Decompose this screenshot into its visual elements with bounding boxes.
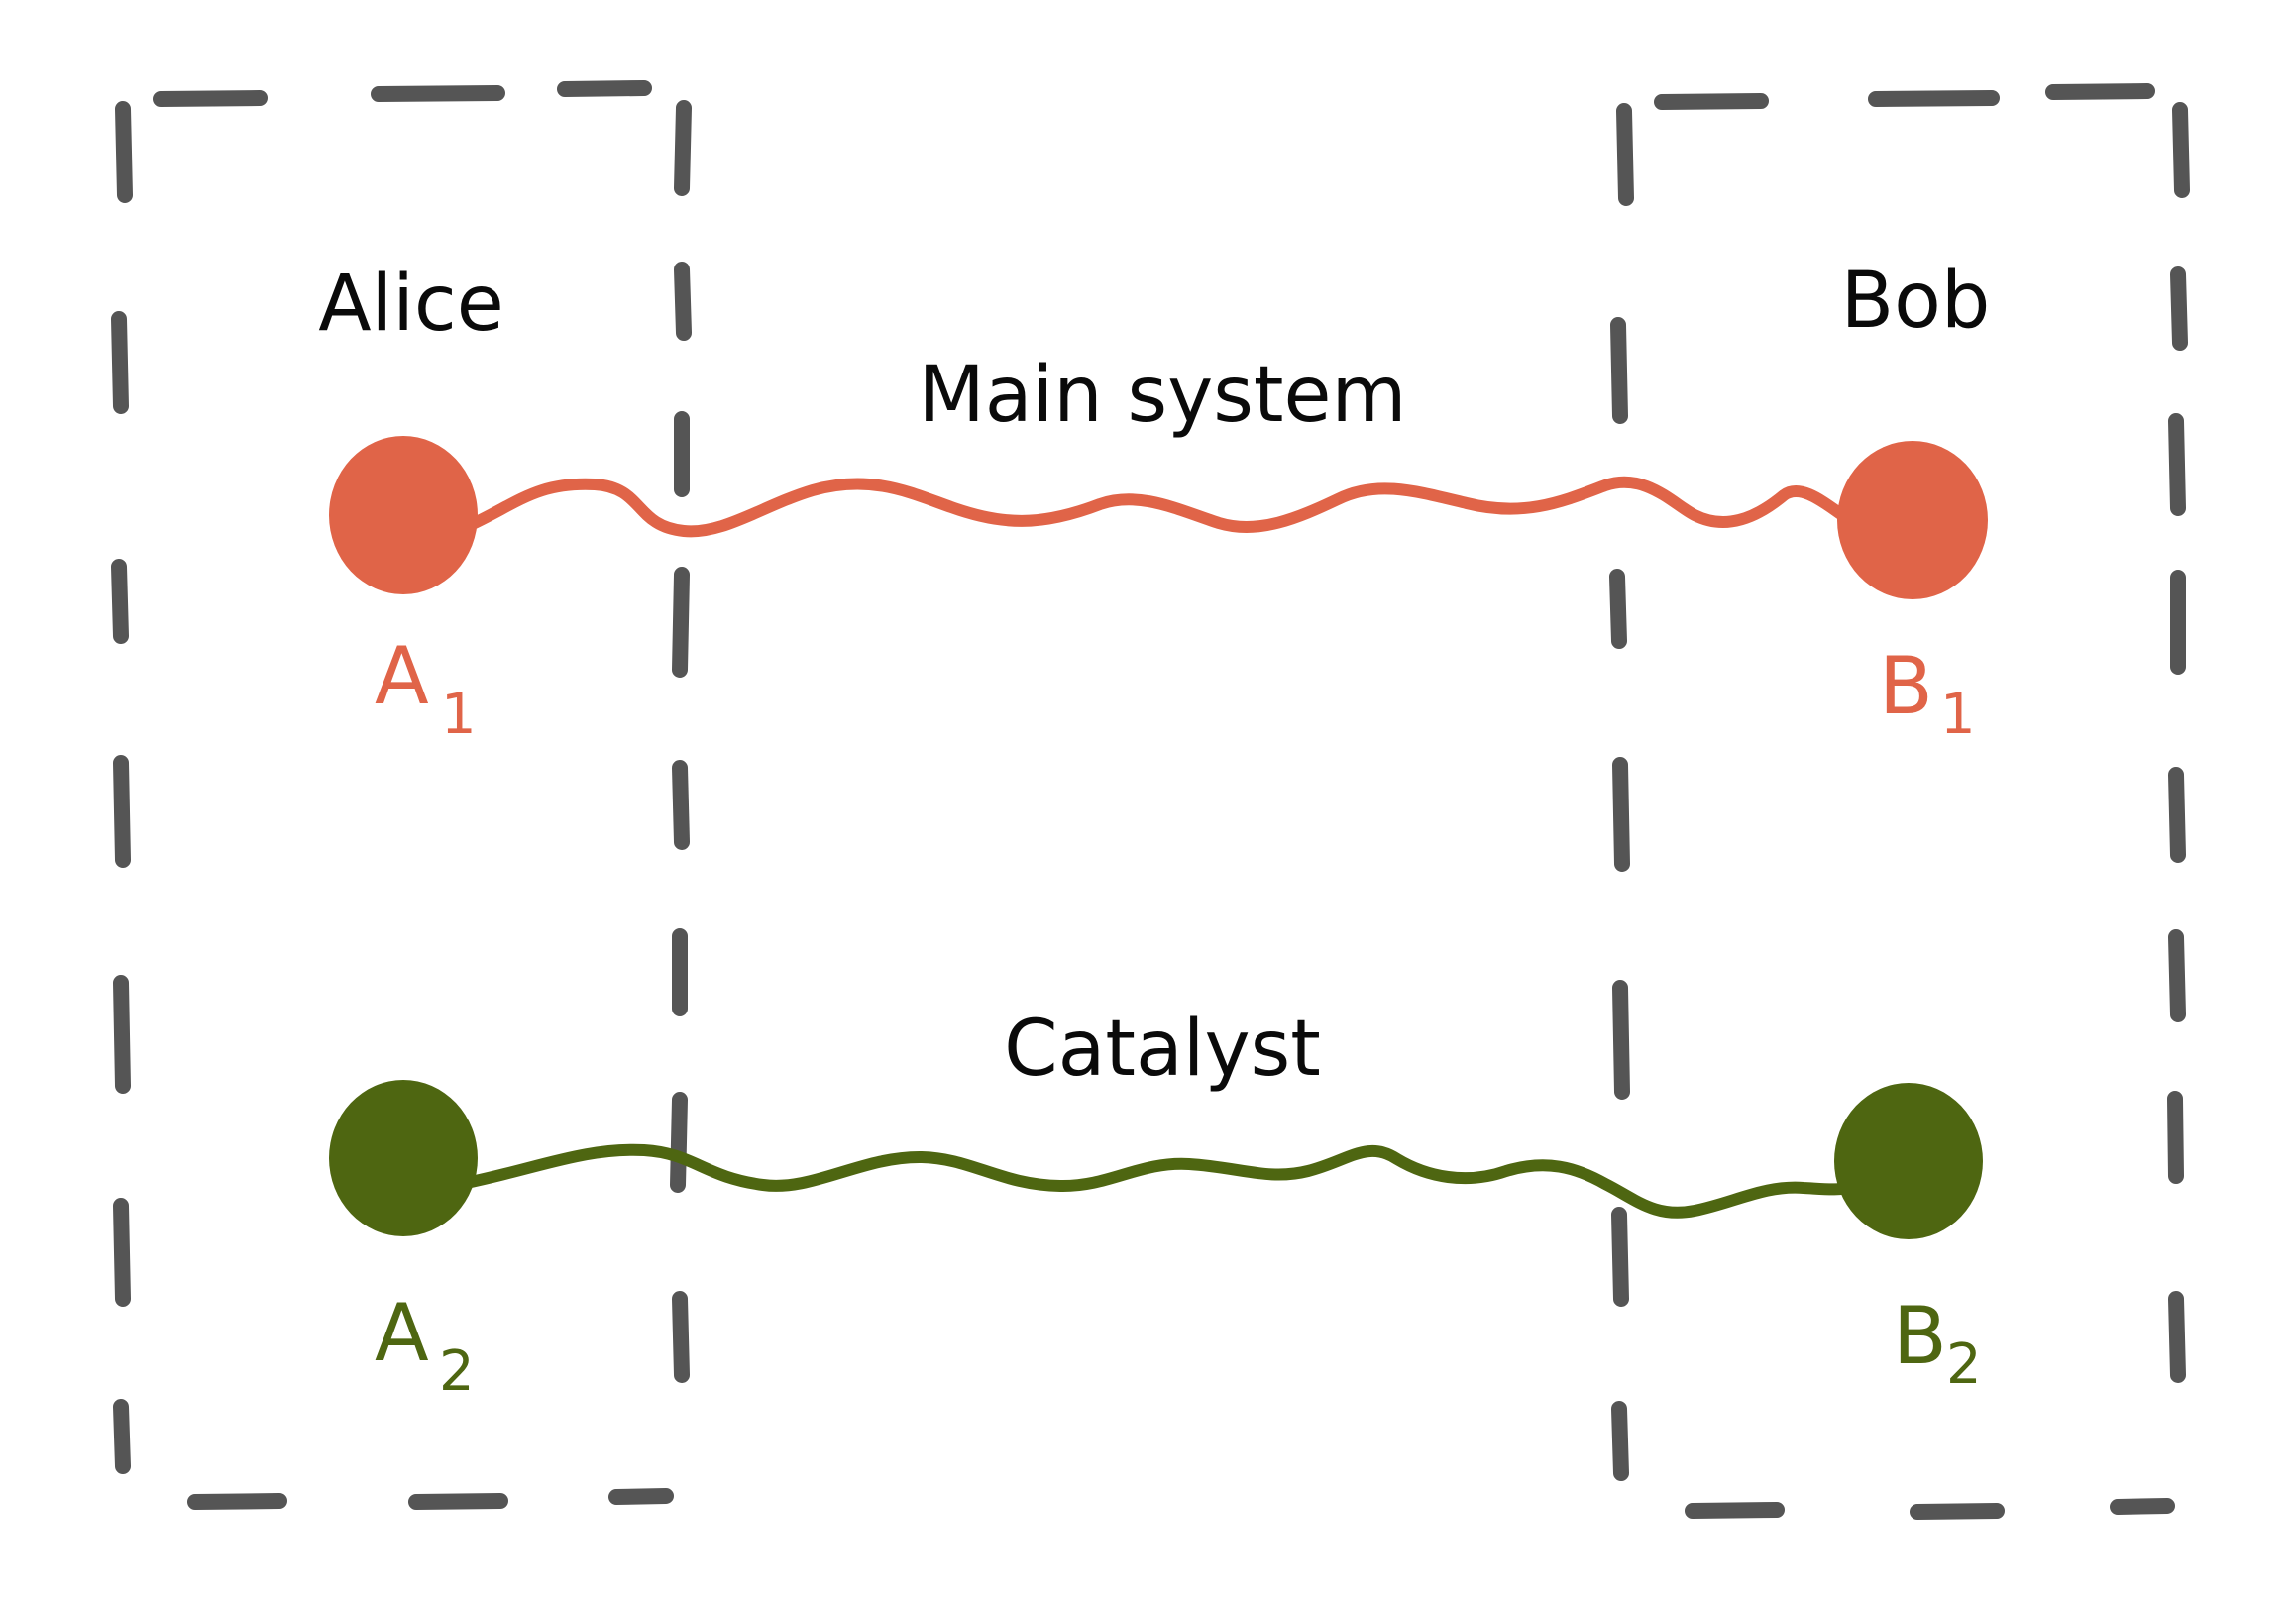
node-a2-label: A 2 (375, 1287, 475, 1404)
node-b1-label: B 1 (1879, 640, 1976, 747)
alice-label: Alice (318, 260, 504, 349)
node-b1-index: 1 (1940, 683, 1976, 747)
node-b2 (1834, 1083, 1983, 1239)
node-a1 (329, 436, 478, 594)
alice-lab-boundary (111, 80, 692, 1510)
node-b2-letter: B (1893, 1290, 1947, 1382)
node-a1-label: A 1 (375, 630, 477, 747)
catalyst-link (460, 1143, 1859, 1219)
bob-label: Bob (1841, 257, 1991, 346)
main-system-label: Main system (919, 351, 1407, 440)
node-b2-label: B 2 (1893, 1290, 1982, 1397)
catalyst-label: Catalyst (1004, 1005, 1321, 1094)
node-a2-index: 2 (439, 1339, 475, 1404)
node-a2-letter: A (375, 1287, 429, 1379)
node-a1-index: 1 (441, 683, 477, 747)
bob-lab-boundary (1609, 83, 2190, 1520)
node-b2-index: 2 (1946, 1332, 1982, 1397)
node-b1 (1837, 441, 1988, 599)
node-a2 (329, 1080, 478, 1236)
node-a1-letter: A (375, 630, 429, 722)
main-system-link (460, 476, 1859, 538)
node-b1-letter: B (1879, 640, 1933, 732)
